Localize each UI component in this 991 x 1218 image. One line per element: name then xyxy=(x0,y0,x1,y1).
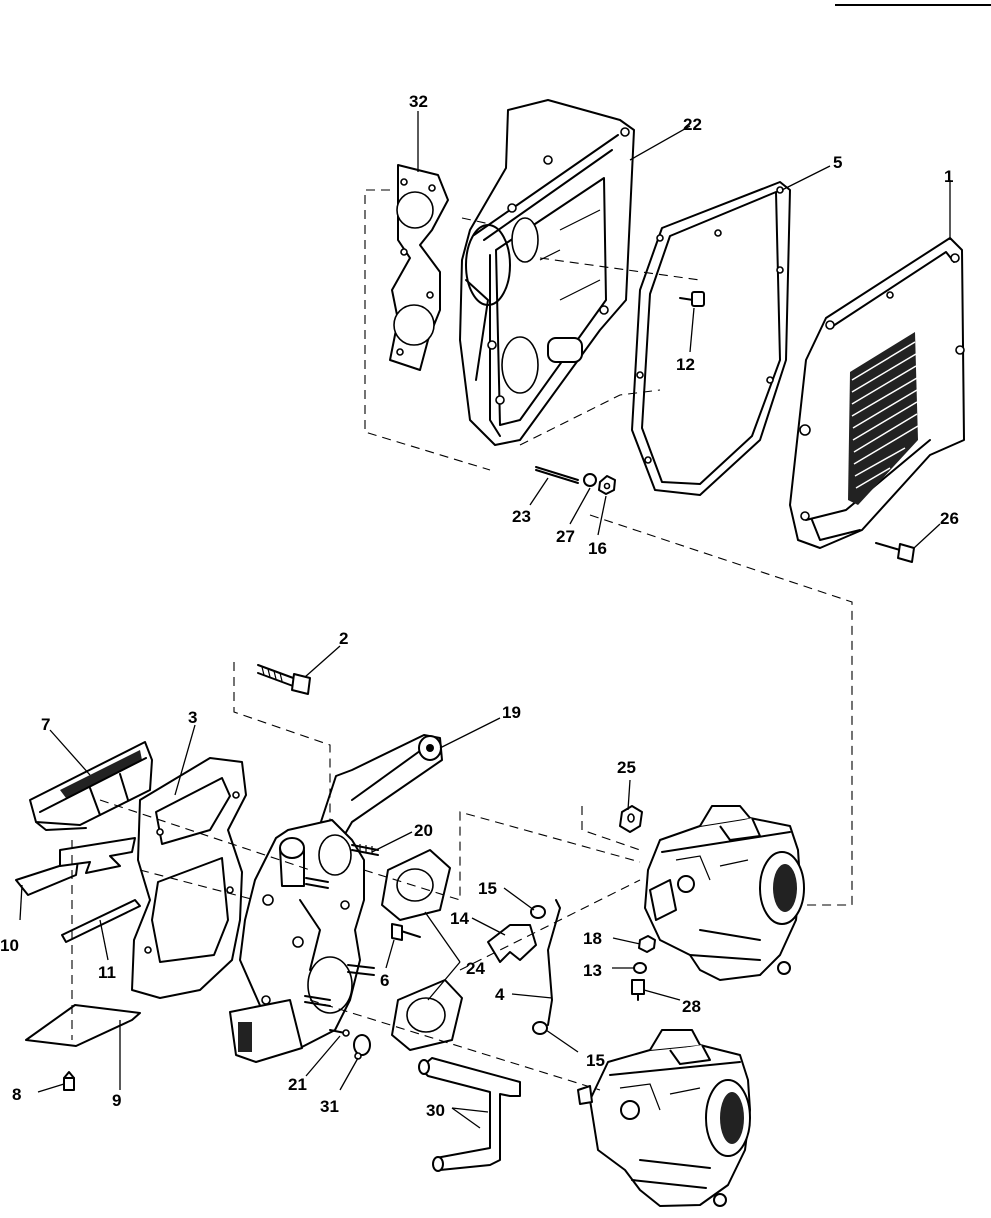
callout-1: 1 xyxy=(944,167,953,186)
callout-32: 32 xyxy=(409,92,428,111)
part-11-reed-stop xyxy=(61,899,141,943)
part-18-nut xyxy=(638,935,656,953)
callout-24: 24 xyxy=(466,959,485,978)
part-23-stud xyxy=(535,466,579,484)
part-10-reed xyxy=(15,859,79,896)
part-2-bolt xyxy=(257,664,311,695)
callout-7: 7 xyxy=(41,715,50,734)
part-31-clip xyxy=(353,1034,371,1060)
callout-5: 5 xyxy=(833,153,842,172)
callout-11: 11 xyxy=(98,963,116,982)
part-15-clip-lower xyxy=(532,1021,548,1035)
part-32-gasket xyxy=(389,164,449,371)
carburetor-upper xyxy=(644,805,805,981)
part-7-reed-block xyxy=(29,741,153,831)
callout-30: 30 xyxy=(426,1101,445,1120)
callout-3: 3 xyxy=(188,708,197,727)
callout-16: 16 xyxy=(588,539,607,558)
intake-manifold xyxy=(229,819,365,1063)
callout-9: 9 xyxy=(112,1091,121,1110)
callout-27: 27 xyxy=(556,527,575,546)
callout-15-upper: 15 xyxy=(478,879,497,898)
part-9-plate xyxy=(25,1004,141,1047)
callout-19: 19 xyxy=(502,703,521,722)
callout-22: 22 xyxy=(683,115,702,134)
part-27-washer xyxy=(583,473,597,487)
callout-12: 12 xyxy=(676,355,695,374)
callout-14: 14 xyxy=(450,909,469,928)
part-14-lever xyxy=(487,924,537,963)
carburetor-lower xyxy=(577,1029,751,1207)
part-12-screw xyxy=(679,291,705,307)
callout-2: 2 xyxy=(339,629,348,648)
part-8-screw xyxy=(63,1071,75,1091)
callout-13: 13 xyxy=(583,961,602,980)
lower-alignment-lines xyxy=(71,662,641,1091)
part-15-clip-upper xyxy=(530,905,546,919)
reed-petal xyxy=(59,837,136,874)
callout-25: 25 xyxy=(617,758,636,777)
callout-8: 8 xyxy=(12,1085,21,1104)
part-26-screw xyxy=(875,542,915,563)
part-22-silencer-base xyxy=(459,99,635,446)
part-4-link-rod xyxy=(547,899,561,1026)
part-21-pin xyxy=(329,1029,350,1037)
upper-alignment-lines xyxy=(364,189,853,906)
part-3-gasket xyxy=(131,757,247,999)
grille xyxy=(848,332,919,505)
callout-10: 10 xyxy=(0,936,19,955)
part-16-nut xyxy=(598,475,616,495)
leader-lines xyxy=(19,111,951,1129)
part-24-gaskets xyxy=(381,849,463,1051)
callout-15-lower: 15 xyxy=(586,1051,605,1070)
callout-31: 31 xyxy=(320,1097,339,1116)
callout-21: 21 xyxy=(288,1075,307,1094)
part-6-screw xyxy=(391,923,421,941)
part-30-hose xyxy=(418,1057,521,1172)
part-13-washer xyxy=(633,962,647,974)
callout-20: 20 xyxy=(414,821,433,840)
part-5-gasket xyxy=(631,181,791,496)
part-25-nut xyxy=(619,805,643,833)
callout-4: 4 xyxy=(495,985,505,1004)
callout-18: 18 xyxy=(583,929,602,948)
callout-26: 26 xyxy=(940,509,959,528)
part-20-studs xyxy=(304,844,379,1007)
part-1-silencer-cover xyxy=(789,237,965,549)
part-28-screw xyxy=(631,979,645,1001)
callout-28: 28 xyxy=(682,997,701,1016)
callout-6: 6 xyxy=(380,971,389,990)
callout-labels: 32 22 5 1 12 23 27 16 26 2 19 7 3 25 20 … xyxy=(0,92,959,1120)
callout-23: 23 xyxy=(512,507,531,526)
